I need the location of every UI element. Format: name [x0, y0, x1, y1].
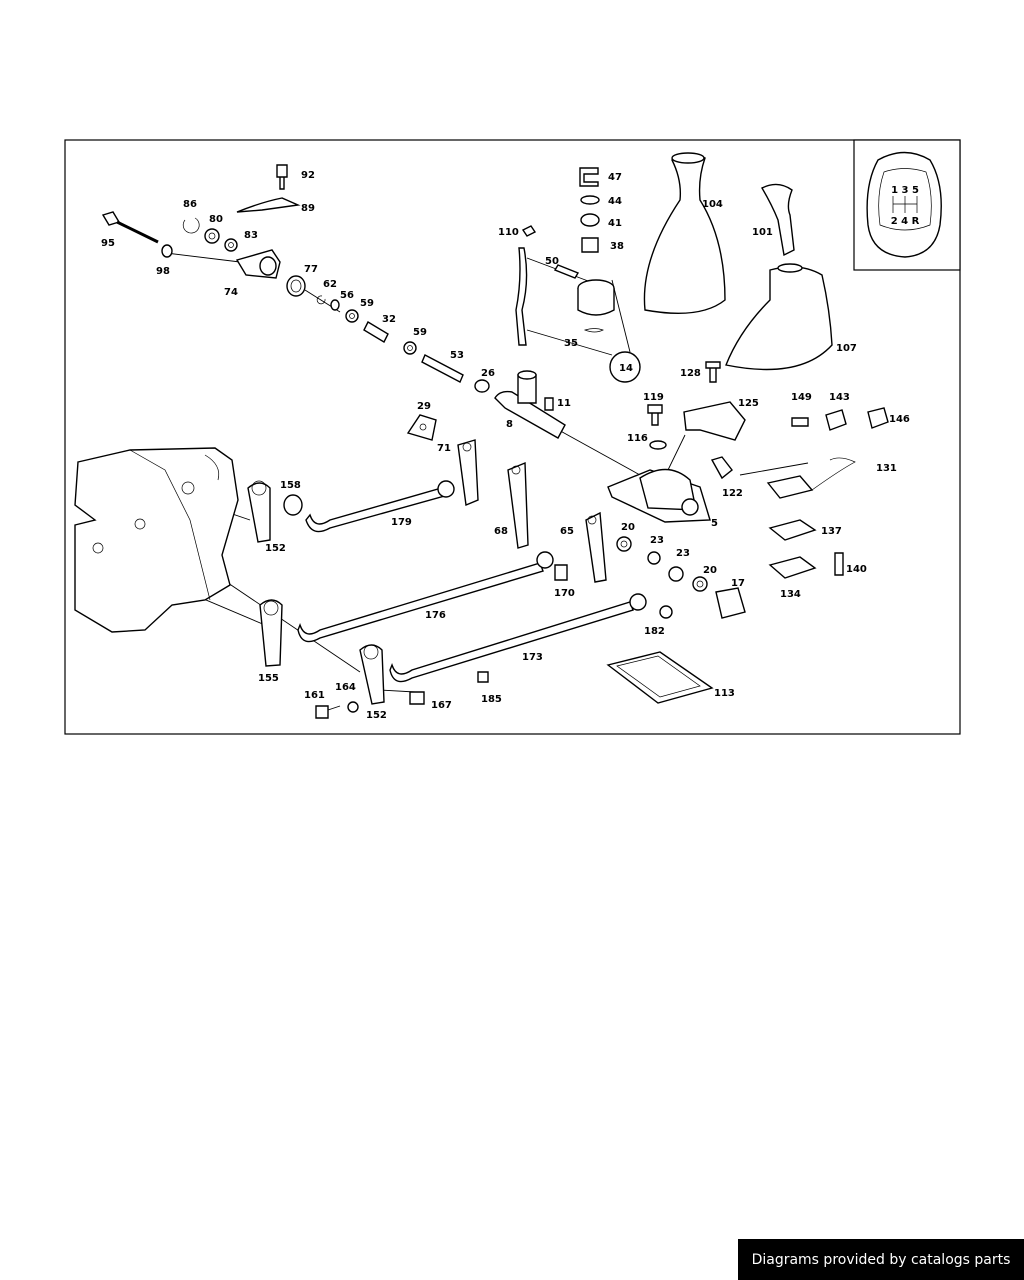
label-23b: 23: [676, 548, 690, 559]
label-50: 50: [545, 256, 559, 267]
label-32: 32: [382, 314, 396, 325]
label-107: 107: [836, 343, 857, 354]
label-161: 161: [304, 690, 325, 701]
parts-boots-knobs: [643, 152, 833, 383]
shift-pattern-top: 1 3 5: [891, 185, 919, 196]
label-59b: 59: [413, 327, 427, 338]
parts-right-side: [647, 401, 889, 579]
label-95: 95: [101, 238, 115, 249]
label-68: 68: [494, 526, 508, 537]
label-11: 11: [557, 398, 571, 409]
label-23a: 23: [650, 535, 664, 546]
label-80: 80: [209, 214, 223, 225]
label-134: 134: [780, 589, 801, 600]
label-158: 158: [280, 480, 301, 491]
label-56: 56: [340, 290, 354, 301]
label-20b: 20: [703, 565, 717, 576]
label-140: 140: [846, 564, 867, 575]
label-146: 146: [889, 414, 910, 425]
label-59a: 59: [360, 298, 374, 309]
label-20a: 20: [621, 522, 635, 533]
label-185: 185: [481, 694, 502, 705]
label-71: 71: [437, 443, 451, 454]
label-167: 167: [431, 700, 452, 711]
parts-linkage: [247, 439, 746, 719]
label-38: 38: [610, 241, 624, 252]
label-131: 131: [876, 463, 897, 474]
label-128: 128: [680, 368, 701, 379]
label-164: 164: [335, 682, 356, 693]
shift-pattern-bottom: 2 4 R: [891, 216, 920, 227]
shift-pattern-inset: 1 3 5 2 4 R: [853, 139, 961, 271]
label-119: 119: [643, 392, 664, 403]
label-110: 110: [498, 227, 519, 238]
label-74: 74: [224, 287, 238, 298]
label-35: 35: [564, 338, 578, 349]
label-170: 170: [554, 588, 575, 599]
label-149: 149: [791, 392, 812, 403]
label-14: 14: [619, 363, 633, 374]
footer-banner: Diagrams provided by catalogs parts: [738, 1239, 1024, 1280]
label-137: 137: [821, 526, 842, 537]
label-182: 182: [644, 626, 665, 637]
label-62: 62: [323, 279, 337, 290]
label-179: 179: [391, 517, 412, 528]
label-92: 92: [301, 170, 315, 181]
label-89: 89: [301, 203, 315, 214]
label-86: 86: [183, 199, 197, 210]
label-53: 53: [450, 350, 464, 361]
transmission-housing: [74, 447, 239, 633]
label-155: 155: [258, 673, 279, 684]
label-5: 5: [711, 518, 718, 529]
label-104: 104: [702, 199, 723, 210]
label-44: 44: [608, 196, 622, 207]
label-152b: 152: [366, 710, 387, 721]
label-8: 8: [506, 419, 513, 430]
label-152a: 152: [265, 543, 286, 554]
label-98: 98: [156, 266, 170, 277]
label-116: 116: [627, 433, 648, 444]
label-125: 125: [738, 398, 759, 409]
part-labels: 92 89 86 80 83 95 98 74 77 62 56 59 32 5…: [101, 170, 910, 721]
label-47: 47: [608, 172, 622, 183]
parts-upper-left: [101, 164, 490, 393]
label-29: 29: [417, 401, 431, 412]
label-26: 26: [481, 368, 495, 379]
label-77: 77: [304, 264, 318, 275]
label-113: 113: [714, 688, 735, 699]
label-17: 17: [731, 578, 745, 589]
label-143: 143: [829, 392, 850, 403]
label-41: 41: [608, 218, 622, 229]
label-101: 101: [752, 227, 773, 238]
label-122: 122: [722, 488, 743, 499]
label-176: 176: [425, 610, 446, 621]
label-173: 173: [522, 652, 543, 663]
label-83: 83: [244, 230, 258, 241]
label-65: 65: [560, 526, 574, 537]
parts-shift-tower: [406, 167, 711, 523]
